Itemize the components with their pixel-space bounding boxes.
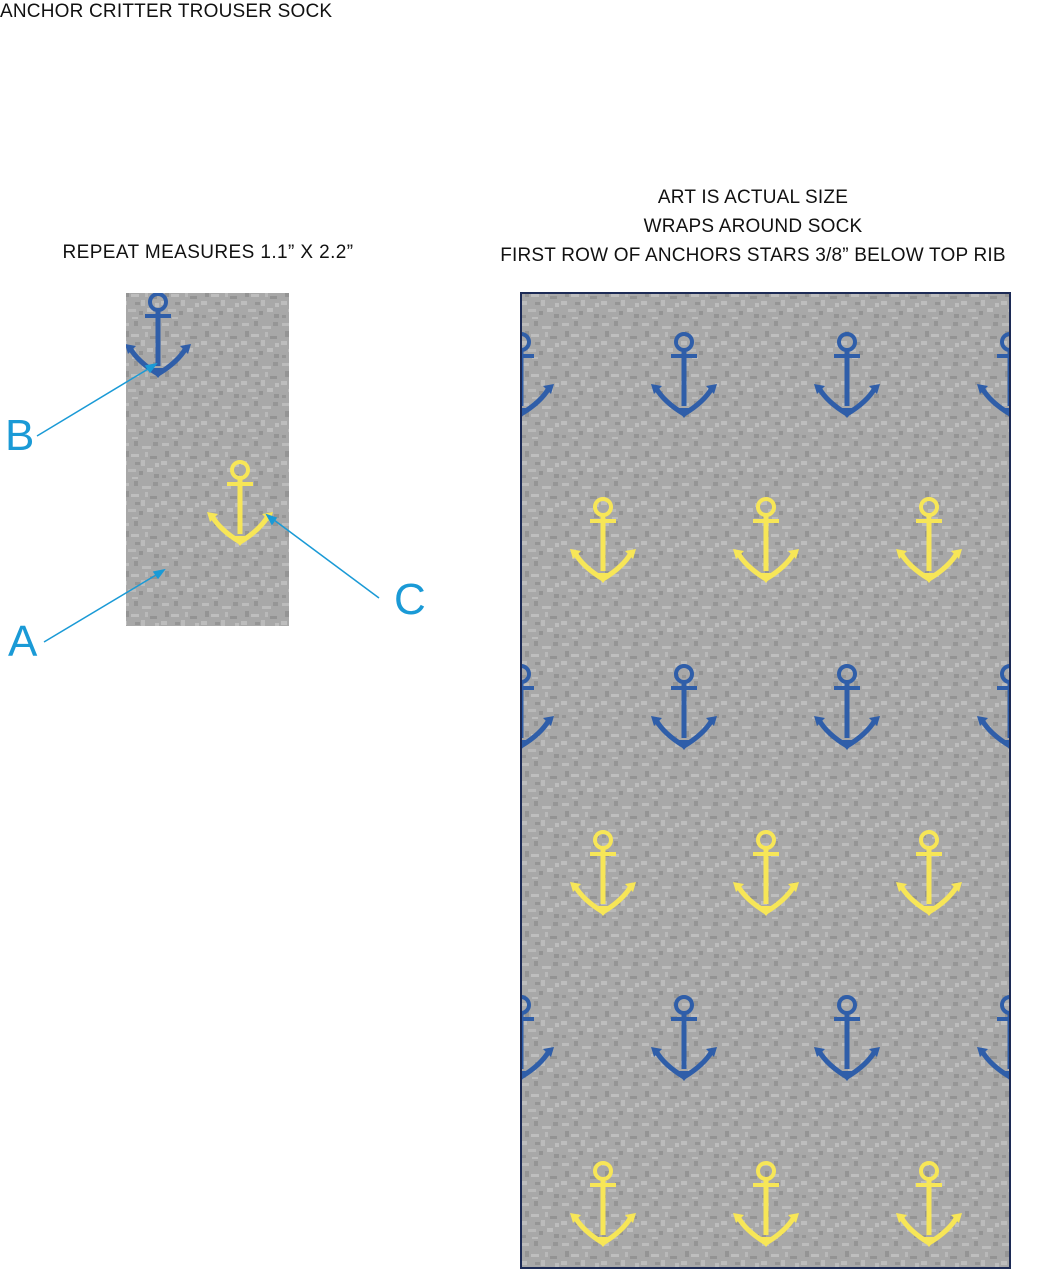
anchor-yellow-icon: [733, 1161, 799, 1247]
anchor-blue-icon: [521, 664, 554, 750]
repeat-swatch-ground: [126, 293, 289, 626]
page-title: ANCHOR CRITTER TROUSER SOCK: [0, 1, 333, 22]
art-note-first-row: FIRST ROW OF ANCHORS STARS 3/8” BELOW TO…: [500, 245, 1006, 266]
callout-letter-c: C: [394, 575, 426, 624]
art-panel-anchors: [521, 332, 1010, 1247]
anchor-blue-icon: [814, 664, 880, 750]
callout-a-line: [43, 571, 162, 643]
anchor-blue-icon: [126, 293, 191, 378]
callout-b-line: [36, 365, 154, 437]
anchor-blue-icon: [977, 664, 1010, 750]
callout-letter-a: A: [8, 617, 38, 666]
callout-c-arrowhead: [265, 513, 278, 526]
anchor-yellow-icon: [570, 1161, 636, 1247]
repeat-caption: REPEAT MEASURES 1.1” X 2.2”: [62, 242, 354, 263]
repeat-swatch-anchors: [126, 293, 273, 546]
anchor-blue-icon: [977, 332, 1010, 418]
anchor-yellow-icon: [896, 1161, 962, 1247]
anchor-yellow-icon: [570, 497, 636, 583]
anchor-blue-icon: [651, 995, 717, 1081]
art-panel-frame: [520, 292, 1011, 1269]
anchor-yellow-icon: [570, 830, 636, 916]
art-panel: [520, 292, 1011, 1269]
art-panel-ground: [521, 293, 1010, 1268]
anchor-yellow-icon: [896, 830, 962, 916]
anchor-yellow-icon: [733, 497, 799, 583]
anchor-yellow-icon: [207, 460, 273, 546]
anchor-yellow-icon: [733, 830, 799, 916]
art-notes: ART IS ACTUAL SIZE WRAPS AROUND SOCK FIR…: [452, 183, 1054, 270]
anchor-yellow-icon: [896, 497, 962, 583]
anchor-blue-icon: [977, 995, 1010, 1081]
callout-letter-b: B: [5, 411, 35, 460]
repeat-swatch: [126, 293, 289, 626]
art-note-actual-size: ART IS ACTUAL SIZE: [657, 187, 849, 208]
anchor-blue-icon: [814, 332, 880, 418]
callout-a-arrowhead: [152, 568, 166, 580]
anchor-blue-icon: [521, 332, 554, 418]
anchor-blue-icon: [521, 995, 554, 1081]
anchor-blue-icon: [651, 332, 717, 418]
anchor-blue-icon: [651, 664, 717, 750]
callout-b-arrowhead: [144, 362, 158, 374]
callout-c-line: [269, 516, 380, 599]
anchor-blue-icon: [814, 995, 880, 1081]
art-note-wraps: WRAPS AROUND SOCK: [643, 216, 863, 237]
